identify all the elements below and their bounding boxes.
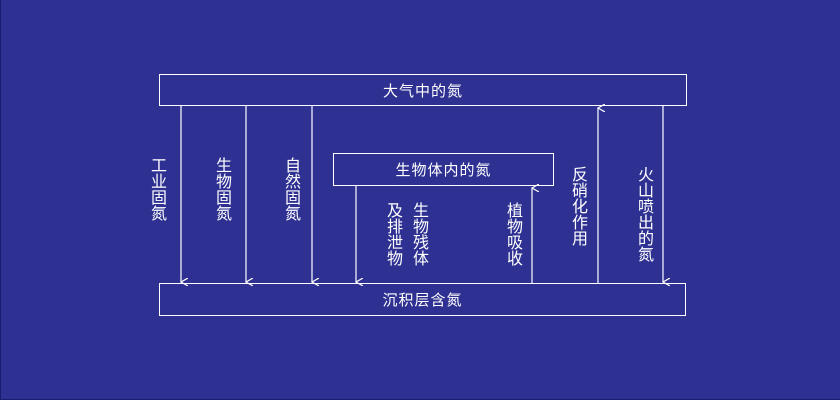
organism-label: 生物体内的氮	[395, 161, 492, 179]
natural-fixation-label: 自然固氮	[282, 157, 301, 221]
biological-fixation-label: 生物固氮	[213, 157, 232, 221]
plant-uptake-label: 植物吸收	[504, 202, 523, 266]
excretion-label-a: 生物残体	[410, 202, 429, 266]
industrial-fixation-label: 工业固氮	[148, 157, 167, 221]
sediment-node: 沉积层含氮	[159, 283, 686, 316]
atmosphere-node: 大气中的氮	[159, 74, 687, 106]
organism-node: 生物体内的氮	[333, 153, 554, 186]
volcanic-eruption-label: 火山喷出的氮	[635, 166, 654, 262]
atmosphere-label: 大气中的氮	[382, 81, 463, 100]
excretion-label-b: 及排泄物	[384, 202, 403, 266]
denitrification-label: 反硝化作用	[569, 166, 588, 246]
sediment-label: 沉积层含氮	[382, 291, 463, 309]
